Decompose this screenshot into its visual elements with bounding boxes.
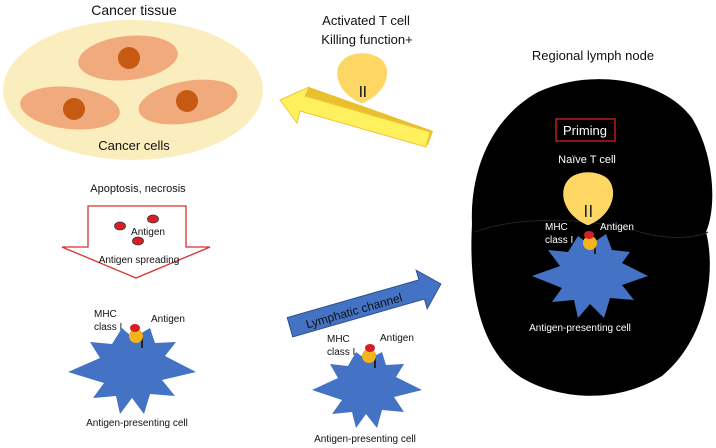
tcr [590, 205, 592, 217]
antigen-molecule [365, 344, 375, 352]
mhc-molecule [362, 349, 376, 363]
antigen-label-bm: Antigen [380, 333, 414, 344]
apc-label-bm: Antigen-presenting cell [314, 434, 416, 445]
antigen-molecule [584, 231, 594, 239]
lymph-node-title: Regional lymph node [532, 48, 654, 63]
antigen-particle [147, 214, 159, 224]
antigen-label-bl: Antigen [151, 314, 185, 325]
mhc-molecule [129, 329, 143, 343]
antigen-particle [114, 221, 126, 231]
mhc-label-bl: MHC [94, 309, 117, 320]
naive-t-cell-label: Naïve T cell [558, 154, 616, 166]
antigen-presenting-cell-ln [532, 231, 648, 318]
nucleus [118, 47, 140, 69]
antigen-spreading-label: Antigen spreading [99, 255, 180, 266]
t-cell-migration-arrow [279, 86, 433, 148]
cancer-cells-label: Cancer cells [98, 138, 170, 153]
tcr [585, 205, 587, 217]
cancer-cell-3 [138, 79, 238, 125]
apc-label-bl: Antigen-presenting cell [86, 418, 188, 429]
cancer-cell-2 [20, 86, 120, 130]
tcr [364, 86, 366, 97]
tcr [360, 86, 362, 97]
mhc-stalk [141, 333, 143, 348]
cancer-cell-1 [78, 35, 178, 81]
killing-function-label: Killing function+ [321, 32, 412, 47]
priming-box [555, 118, 616, 142]
mhc-stalk [374, 354, 376, 368]
antigen-label-spread: Antigen [131, 227, 165, 238]
antigen-particle [132, 236, 144, 246]
mhc-class-label-bl: class I [94, 322, 122, 333]
activated-t-cell-label: Activated T cell [322, 13, 410, 28]
antigen-molecule [130, 324, 140, 332]
mhc-label-ln: MHC [545, 222, 568, 233]
antigen-presenting-cell-bl [68, 324, 196, 414]
nucleus [176, 90, 198, 112]
antigen-label-ln: Antigen [600, 222, 634, 233]
activated-t-cell [337, 53, 388, 103]
mhc-label-bm: MHC [327, 334, 350, 345]
mhc-molecule [583, 236, 597, 250]
naive-t-cell [563, 172, 614, 225]
mhc-class-label-ln: class I [545, 235, 573, 246]
apoptosis-label: Apoptosis, necrosis [90, 183, 186, 195]
nucleus [63, 98, 85, 120]
antigen-presenting-cell-bm [312, 344, 422, 428]
lymphatic-channel-arrow: Lymphatic channel [286, 269, 442, 338]
cancer-tissue-title: Cancer tissue [91, 2, 177, 18]
priming-label: Priming [563, 123, 607, 138]
apc-label-ln: Antigen-presenting cell [529, 323, 631, 334]
mhc-class-label-bm: class I [327, 347, 355, 358]
